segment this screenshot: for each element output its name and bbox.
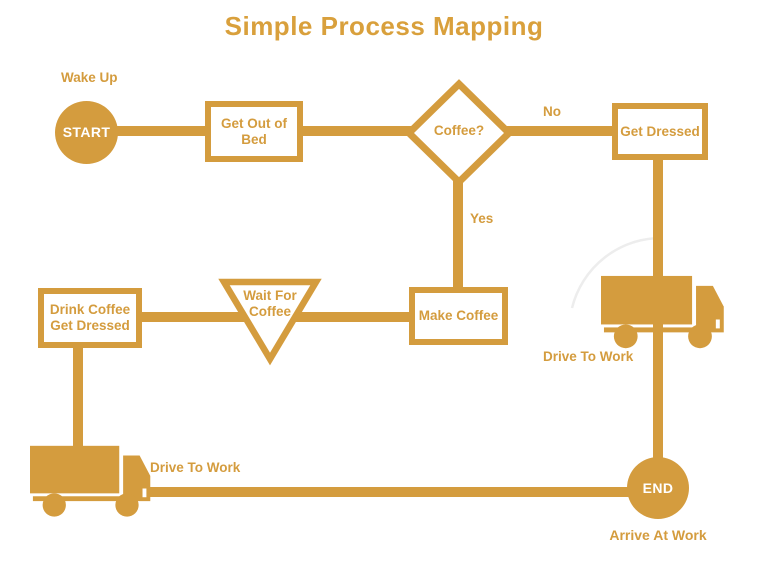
process-get-dressed: Get Dressed bbox=[612, 103, 708, 160]
process-get-out-of-bed: Get Out of Bed bbox=[205, 101, 303, 162]
connector-lines bbox=[73, 126, 663, 497]
decorative-arc bbox=[570, 236, 663, 309]
drive-to-work-bottom-label: Drive To Work bbox=[150, 460, 241, 475]
decision-coffee-label: Coffee? bbox=[433, 123, 485, 138]
no-branch-label: No bbox=[543, 104, 561, 119]
start-node: START bbox=[55, 101, 118, 164]
arrive-at-work-label: Arrive At Work bbox=[609, 527, 707, 543]
drive-to-work-right-label: Drive To Work bbox=[543, 349, 634, 364]
yes-branch-label: Yes bbox=[470, 211, 494, 226]
process-drink-coffee-get-dressed: Drink Coffee Get Dressed bbox=[38, 288, 142, 348]
end-node: END bbox=[627, 457, 689, 519]
wake-up-label: Wake Up bbox=[61, 70, 118, 85]
diagram-title: Simple Process Mapping bbox=[224, 11, 544, 41]
decision-diamond bbox=[403, 79, 515, 187]
process-make-coffee: Make Coffee bbox=[409, 287, 508, 345]
truck-icon bbox=[30, 445, 151, 517]
delay-wait-for-coffee-label: Wait For Coffee bbox=[243, 288, 297, 319]
delay-triangle bbox=[218, 278, 322, 366]
